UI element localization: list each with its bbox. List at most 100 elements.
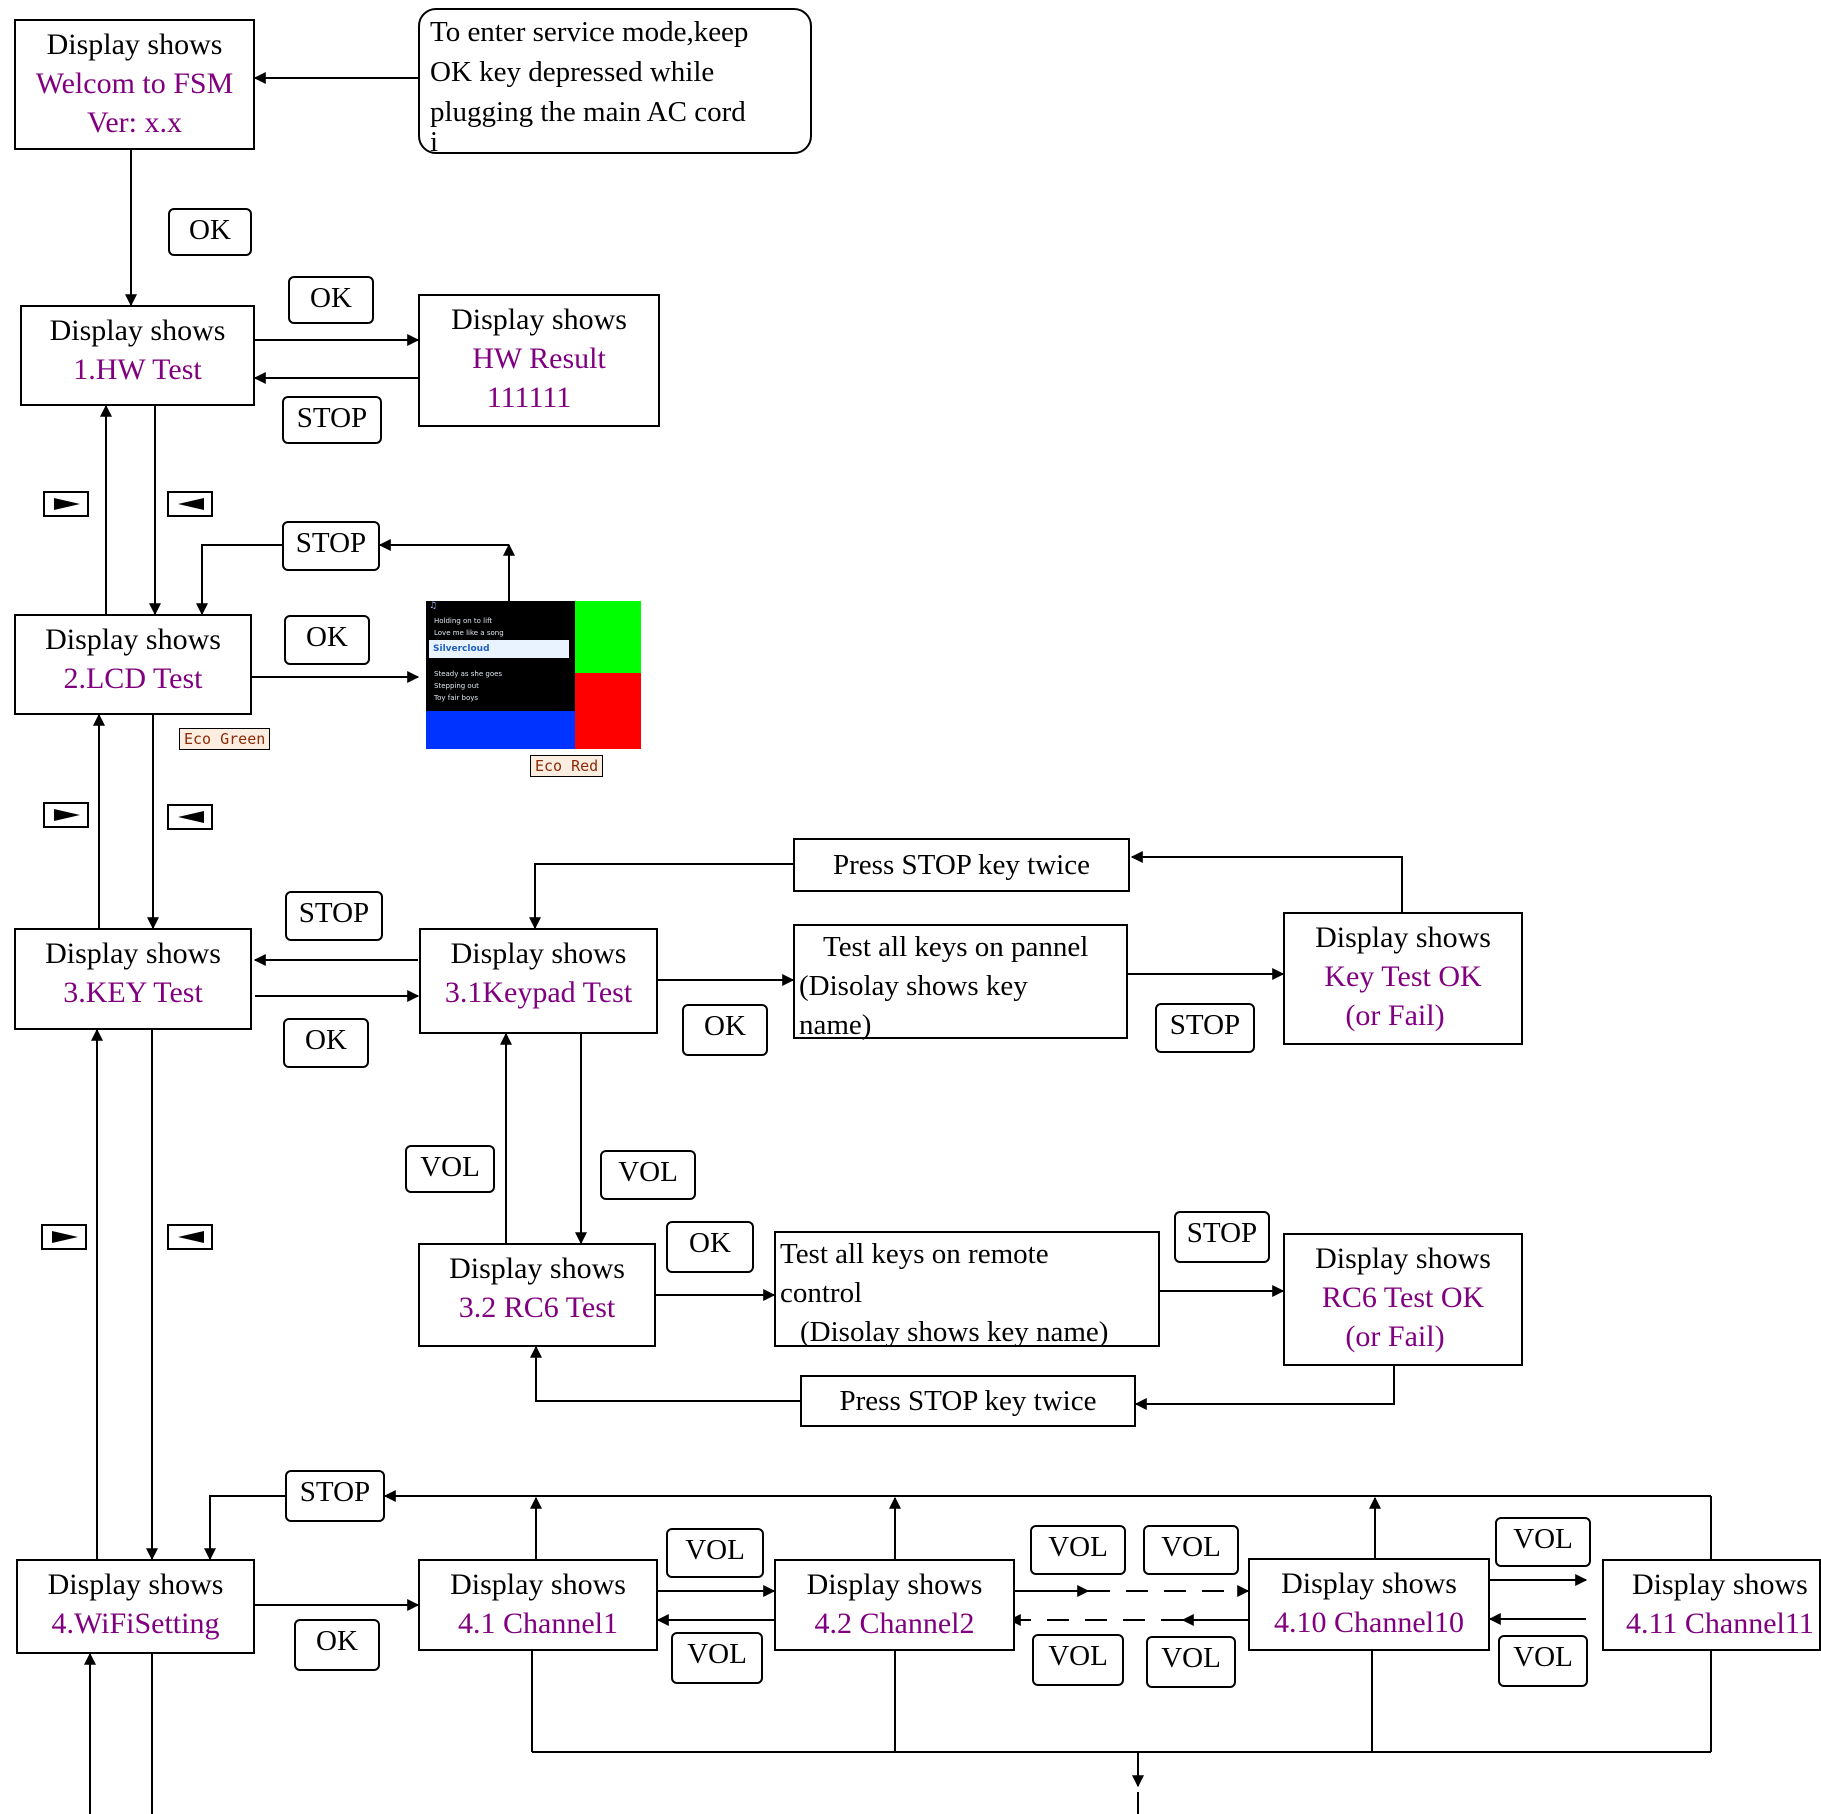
- stop-key-wifi[interactable]: STOP: [285, 1470, 385, 1522]
- rc6-instruction-line-3: (Disolay shows key name): [800, 1316, 1109, 1348]
- key-test-display-box: Display shows 3.KEY Test: [14, 928, 252, 1030]
- key-result-status: Key Test OK: [1324, 960, 1482, 993]
- left-triangle-key-icon: [178, 1231, 204, 1243]
- music-note-icon: ♫: [429, 601, 438, 611]
- keypad-test-value: 3.1Keypad Test: [444, 976, 633, 1009]
- prev-key-1[interactable]: [167, 491, 213, 517]
- stop-key-key-test[interactable]: STOP: [285, 891, 383, 941]
- key-test-value: 3.KEY Test: [63, 976, 203, 1009]
- channel-11-display-box: Display shows 4.11 Channel11: [1602, 1559, 1821, 1651]
- hw-result-value: 111111: [486, 381, 572, 414]
- lcd-green-block: [575, 601, 641, 673]
- vol-key-ch2-next-a[interactable]: VOL: [1030, 1525, 1126, 1575]
- rc6-result-caption: Display shows: [1315, 1242, 1491, 1275]
- key-test-result-box: Display shows Key Test OK (or Fail): [1283, 912, 1523, 1045]
- right-triangle-key-icon: [54, 498, 80, 510]
- right-triangle-key-icon: [54, 809, 80, 821]
- key-result-caption: Display shows: [1315, 921, 1491, 954]
- rc6-instruction-line-1: Test all keys on remote: [780, 1238, 1049, 1270]
- channel-11-value: 4.11 Channel11: [1626, 1607, 1814, 1640]
- lcd-menu-item: Stepping out: [434, 682, 479, 690]
- hw-test-caption: Display shows: [49, 314, 226, 347]
- rc6-result-status: RC6 Test OK: [1321, 1281, 1485, 1314]
- stop-key-keypad[interactable]: STOP: [1155, 1003, 1255, 1053]
- hw-result-caption: Display shows: [451, 303, 627, 336]
- lcd-test-caption: Display shows: [45, 623, 221, 656]
- wifi-caption: Display shows: [47, 1568, 224, 1601]
- lcd-menu-panel: ♫ Holding on to lift Love me like a song…: [426, 601, 575, 711]
- wifi-value: 4.WiFiSetting: [51, 1607, 220, 1640]
- lcd-test-screen-image: ♫ Holding on to lift Love me like a song…: [426, 601, 641, 749]
- vol-key-ch1-next[interactable]: VOL: [666, 1528, 764, 1578]
- stop-key-lcd[interactable]: STOP: [282, 521, 380, 571]
- ok-key-key-test[interactable]: OK: [283, 1018, 369, 1068]
- lcd-menu-item: Steady as she goes: [434, 670, 503, 678]
- vol-key-ch10-prev-a[interactable]: VOL: [1032, 1634, 1124, 1686]
- keypad-instruction-line-2: (Disolay shows key: [799, 970, 1028, 1002]
- channel-2-value: 4.2 Channel2: [814, 1607, 975, 1640]
- lcd-menu-item: Love me like a song: [434, 629, 504, 637]
- welcome-version: Ver: x.x: [87, 106, 182, 139]
- stop-key-hw[interactable]: STOP: [282, 396, 382, 444]
- channel-10-value: 4.10 Channel10: [1274, 1606, 1464, 1639]
- rc6-instruction-line-2: control: [780, 1277, 863, 1309]
- vol-key-ch10-next[interactable]: VOL: [1495, 1517, 1591, 1567]
- vol-key-ch2-prev[interactable]: VOL: [671, 1632, 763, 1684]
- keypad-test-caption: Display shows: [450, 937, 627, 970]
- ok-key-hw[interactable]: OK: [288, 276, 374, 324]
- prev-key-2[interactable]: [167, 804, 213, 830]
- channel-2-caption: Display shows: [806, 1568, 983, 1601]
- channel-11-caption: Display shows: [1632, 1568, 1808, 1601]
- key-test-caption: Display shows: [45, 937, 221, 970]
- ok-key-welcome[interactable]: OK: [168, 208, 252, 256]
- left-triangle-key-icon: [178, 498, 204, 510]
- vol-key-down-keypad[interactable]: VOL: [600, 1150, 696, 1200]
- next-key-3[interactable]: [41, 1224, 87, 1250]
- welcome-caption: Display shows: [46, 28, 223, 61]
- keypad-instructions-box: Test all keys on pannel (Disolay shows k…: [793, 924, 1128, 1041]
- note-line-4: i: [430, 126, 439, 154]
- vol-key-ch10-prev-b[interactable]: VOL: [1146, 1636, 1236, 1688]
- lcd-menu-item: Toy fair boys: [434, 694, 479, 702]
- key-result-alt: (or Fail): [1345, 999, 1445, 1032]
- next-key-1[interactable]: [43, 491, 89, 517]
- rc6-test-display-box: Display shows 3.2 RC6 Test: [418, 1243, 656, 1347]
- channel-1-value: 4.1 Channel1: [458, 1607, 618, 1640]
- vol-key-ch11-prev[interactable]: VOL: [1498, 1635, 1588, 1687]
- eco-green-tag: Eco Green: [179, 728, 271, 750]
- vol-key-up-keypad[interactable]: VOL: [405, 1145, 495, 1193]
- hw-test-display-box: Display shows 1.HW Test: [20, 305, 255, 406]
- ok-key-rc6[interactable]: OK: [666, 1221, 754, 1273]
- vol-key-ch2-next-b[interactable]: VOL: [1143, 1525, 1239, 1575]
- press-stop-twice-top: Press STOP key twice: [793, 838, 1130, 892]
- press-stop-twice-bottom: Press STOP key twice: [800, 1375, 1136, 1427]
- lcd-menu-item: Holding on to lift: [434, 617, 493, 625]
- lcd-red-block: [575, 673, 641, 749]
- ok-key-wifi[interactable]: OK: [294, 1619, 380, 1671]
- prev-key-3[interactable]: [167, 1224, 213, 1250]
- stop-key-rc6[interactable]: STOP: [1174, 1211, 1270, 1263]
- hw-result-display-box: Display shows HW Result 111111: [418, 294, 660, 427]
- rc6-test-caption: Display shows: [449, 1252, 625, 1285]
- right-triangle-key-icon: [52, 1231, 78, 1243]
- hw-test-value: 1.HW Test: [73, 353, 202, 386]
- rc6-test-result-box: Display shows RC6 Test OK (or Fail): [1283, 1233, 1523, 1366]
- keypad-instruction-line-3: name): [799, 1009, 872, 1041]
- note-line-2: OK key depressed while: [430, 56, 715, 88]
- rc6-test-value: 3.2 RC6 Test: [458, 1291, 616, 1324]
- lcd-test-value: 2.LCD Test: [63, 662, 203, 695]
- left-triangle-key-icon: [178, 811, 204, 823]
- lcd-test-display-box: Display shows 2.LCD Test: [14, 614, 252, 715]
- channel-2-display-box: Display shows 4.2 Channel2: [774, 1559, 1015, 1651]
- ok-key-keypad[interactable]: OK: [682, 1004, 768, 1056]
- keypad-test-display-box: Display shows 3.1Keypad Test: [419, 928, 658, 1034]
- eco-red-tag: Eco Red: [530, 755, 604, 777]
- lcd-menu-item-selected: Silvercloud: [429, 640, 569, 658]
- ok-key-lcd[interactable]: OK: [284, 615, 370, 665]
- rc6-result-alt: (or Fail): [1345, 1320, 1445, 1353]
- next-key-2[interactable]: [43, 802, 89, 828]
- channel-10-caption: Display shows: [1281, 1567, 1457, 1600]
- welcome-line-1: Welcom to FSM: [35, 67, 234, 100]
- note-line-1: To enter service mode,keep: [430, 16, 749, 48]
